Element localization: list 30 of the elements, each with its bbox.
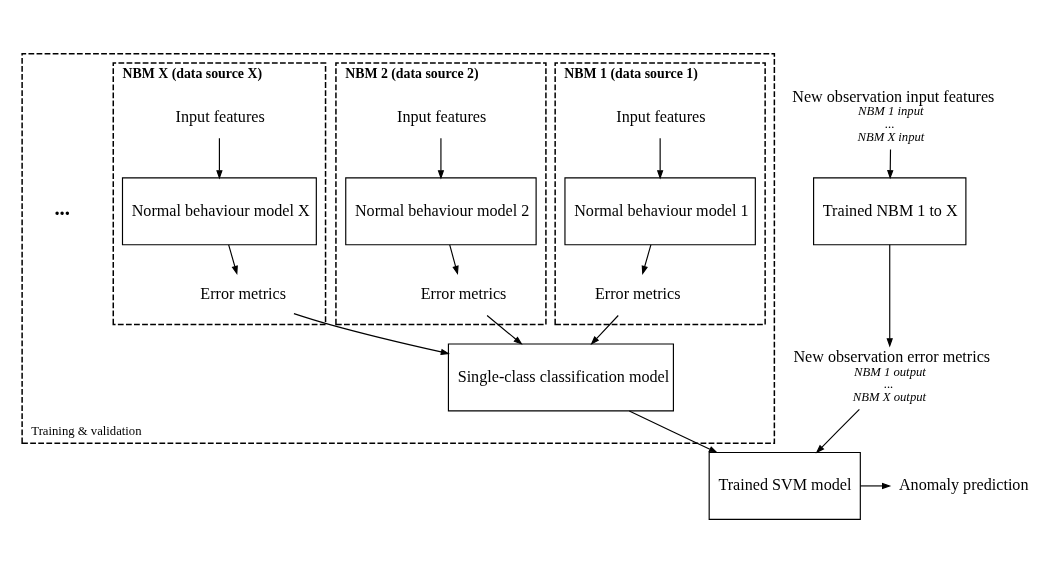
node-text: Input features: [175, 107, 265, 125]
node-text: New observation error metrics NBM 1 output ... NBM X output: [793, 347, 991, 404]
node-box: Trained NBM 1 to X: [813, 176, 967, 245]
node-box: Trained SVM model: [708, 451, 861, 520]
arrow: [887, 148, 894, 179]
node-text: Error metrics: [594, 284, 681, 302]
arrow: [628, 409, 718, 453]
arrow: [859, 482, 892, 489]
node-text: Error metrics: [200, 284, 286, 302]
label: ...: [54, 196, 70, 219]
node-box: Normal behaviour model X: [121, 176, 317, 245]
arrow: [590, 314, 619, 345]
arrow: [449, 243, 459, 275]
arrow: [886, 243, 893, 347]
node-text: Error metrics: [420, 284, 507, 302]
arrow: [815, 408, 860, 454]
arrow: [656, 137, 664, 179]
arrow: [228, 243, 238, 275]
arrow: [216, 137, 223, 179]
node-box: Normal behaviour model 1: [564, 176, 756, 245]
node-text: Input features: [616, 107, 706, 125]
node-box: Normal behaviour model 2: [345, 176, 537, 245]
node-box: Single-class classification model: [447, 342, 674, 411]
arrow: [641, 243, 652, 275]
arrow: [437, 137, 445, 179]
arrow: [486, 314, 523, 345]
node-text: Anomaly prediction: [898, 475, 1029, 493]
node-text: Input features: [397, 107, 487, 125]
arrow: [293, 312, 450, 355]
node-text: New observation input features NBM 1 input ... NBM X input: [792, 87, 995, 144]
